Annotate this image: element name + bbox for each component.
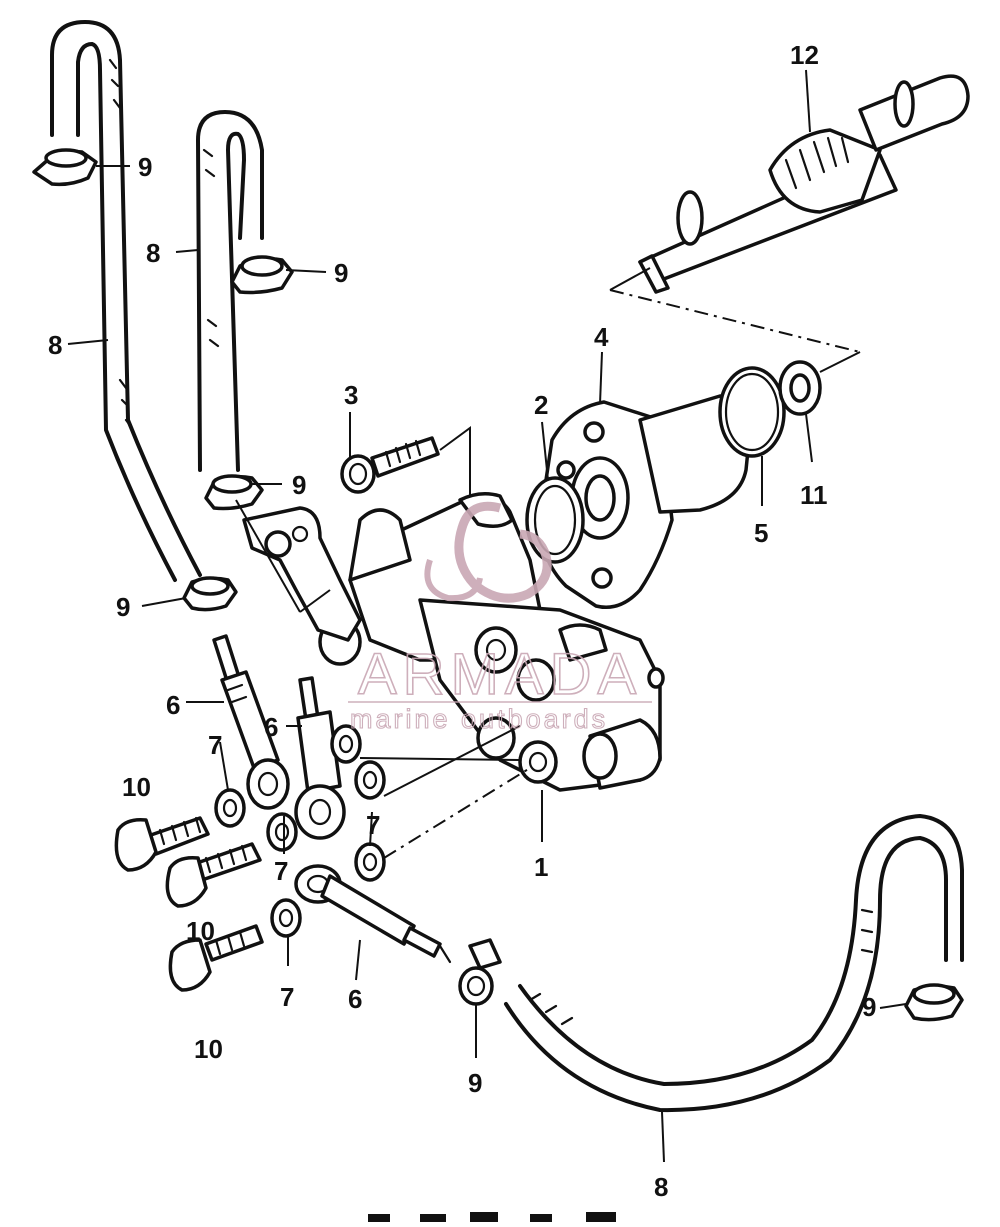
watermark-brand: ARMADA — [358, 642, 642, 707]
alignment-line-shaft-end — [819, 351, 861, 373]
hose-clamp-upper-middle — [230, 255, 294, 295]
pump-lever-bracket — [242, 506, 362, 642]
callout-label-7c: 7 — [274, 856, 288, 886]
watermark-logo: ARMADA marine outboards — [348, 501, 652, 735]
alignment-line-washer-a — [359, 757, 521, 761]
callout-label-12: 12 — [790, 40, 819, 70]
callout-label-11: 11 — [800, 480, 828, 510]
callout-label-9e: 9 — [468, 1068, 482, 1098]
hose-clamp-top-left — [32, 148, 98, 187]
o-ring-small-inner — [724, 372, 780, 452]
callout-label-9d: 9 — [116, 592, 130, 622]
hose-left-tall — [50, 20, 202, 582]
banjo-fitting-bottom — [294, 864, 452, 964]
cropped-caption-fragment — [368, 1212, 616, 1222]
callout-label-9a: 9 — [138, 152, 152, 182]
washer-shaft-hole — [789, 373, 811, 403]
callout-labels: 1 2 3 4 5 6 6 6 7 7 7 7 8 8 8 9 9 9 9 9 … — [48, 40, 876, 1202]
alignment-line-shaft — [609, 289, 861, 353]
drive-shaft-gear — [638, 74, 970, 294]
callout-label-7b: 7 — [366, 810, 380, 840]
o-ring-small — [718, 366, 786, 458]
callout-label-1: 1 — [534, 852, 548, 882]
watermark-emblem — [454, 501, 552, 603]
callout-label-3: 3 — [344, 380, 358, 410]
oil-pump-body — [318, 492, 665, 792]
label-leaders — [67, 69, 907, 1163]
hose-clamp-bottom-right — [904, 983, 964, 1022]
banjo-fitting-left — [212, 634, 290, 810]
hose-bottom-right — [504, 814, 964, 1113]
hose-clamp-left-low — [182, 576, 238, 612]
callout-label-6a: 6 — [166, 690, 180, 720]
callout-label-2: 2 — [534, 390, 548, 420]
callout-label-4: 4 — [594, 322, 609, 352]
callout-label-8c: 8 — [654, 1172, 668, 1202]
callout-label-6c: 6 — [348, 984, 362, 1014]
alignment-line-washer-c — [383, 767, 531, 859]
alignment-line-lever — [235, 499, 301, 613]
banjo-fitting-middle — [294, 676, 346, 840]
callout-label-10c: 10 — [194, 1034, 223, 1064]
alignment-line-lever-b — [299, 589, 331, 613]
watermark-tagline: marine outboards — [350, 704, 608, 734]
callout-label-9c: 9 — [292, 470, 306, 500]
alignment-line-shaft-tip — [609, 267, 651, 291]
callout-label-9f: 9 — [862, 992, 876, 1022]
callout-label-10b: 10 — [186, 916, 215, 946]
bolt-top — [340, 436, 440, 494]
banjo-bolts — [114, 816, 264, 992]
callout-label-7d: 7 — [280, 982, 294, 1012]
callout-label-6b: 6 — [264, 712, 278, 742]
flange-housing — [538, 394, 750, 609]
watermark-emblem-accent — [424, 559, 483, 602]
alignment-line-washer-b — [383, 725, 521, 797]
sealing-washers — [214, 724, 386, 938]
hose-clamp-lower-middle — [204, 474, 264, 511]
callout-label-7a: 7 — [208, 730, 222, 760]
callout-label-8b: 8 — [48, 330, 62, 360]
alignment-line-bolt — [439, 426, 471, 500]
hose-left-short — [196, 110, 264, 472]
callout-label-5: 5 — [754, 518, 768, 548]
o-ring-large-inner — [533, 484, 577, 556]
hose-clamp-bottom-middle — [458, 938, 502, 1006]
callout-label-10a: 10 — [122, 772, 151, 802]
callout-label-9b: 9 — [334, 258, 348, 288]
callout-label-8a: 8 — [146, 238, 160, 268]
